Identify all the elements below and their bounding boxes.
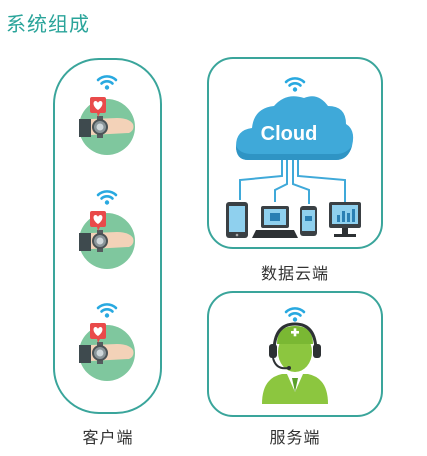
cloud-label: 数据云端 [260, 264, 329, 283]
server-label: 服务端 [269, 428, 321, 447]
cloud-icon [236, 96, 354, 160]
page-title: 系统组成 [6, 12, 90, 36]
cloud-text: Cloud [261, 123, 318, 145]
tablet-icon [226, 202, 248, 238]
wifi-icon [284, 307, 306, 324]
customer-service-agent-icon [262, 322, 328, 404]
desktop-icon [329, 202, 361, 237]
client-label: 客户端 [82, 428, 134, 447]
wifi-icon [96, 303, 118, 320]
smartwatch-icon [78, 210, 136, 270]
laptop-icon [252, 206, 298, 238]
wifi-icon [96, 190, 118, 206]
phone-icon [300, 206, 317, 236]
cloud-connectors [239, 160, 346, 204]
wifi-icon [284, 77, 306, 93]
smartwatch-icon [78, 322, 136, 382]
smartwatch-icon [78, 96, 136, 156]
wifi-icon [96, 75, 118, 91]
